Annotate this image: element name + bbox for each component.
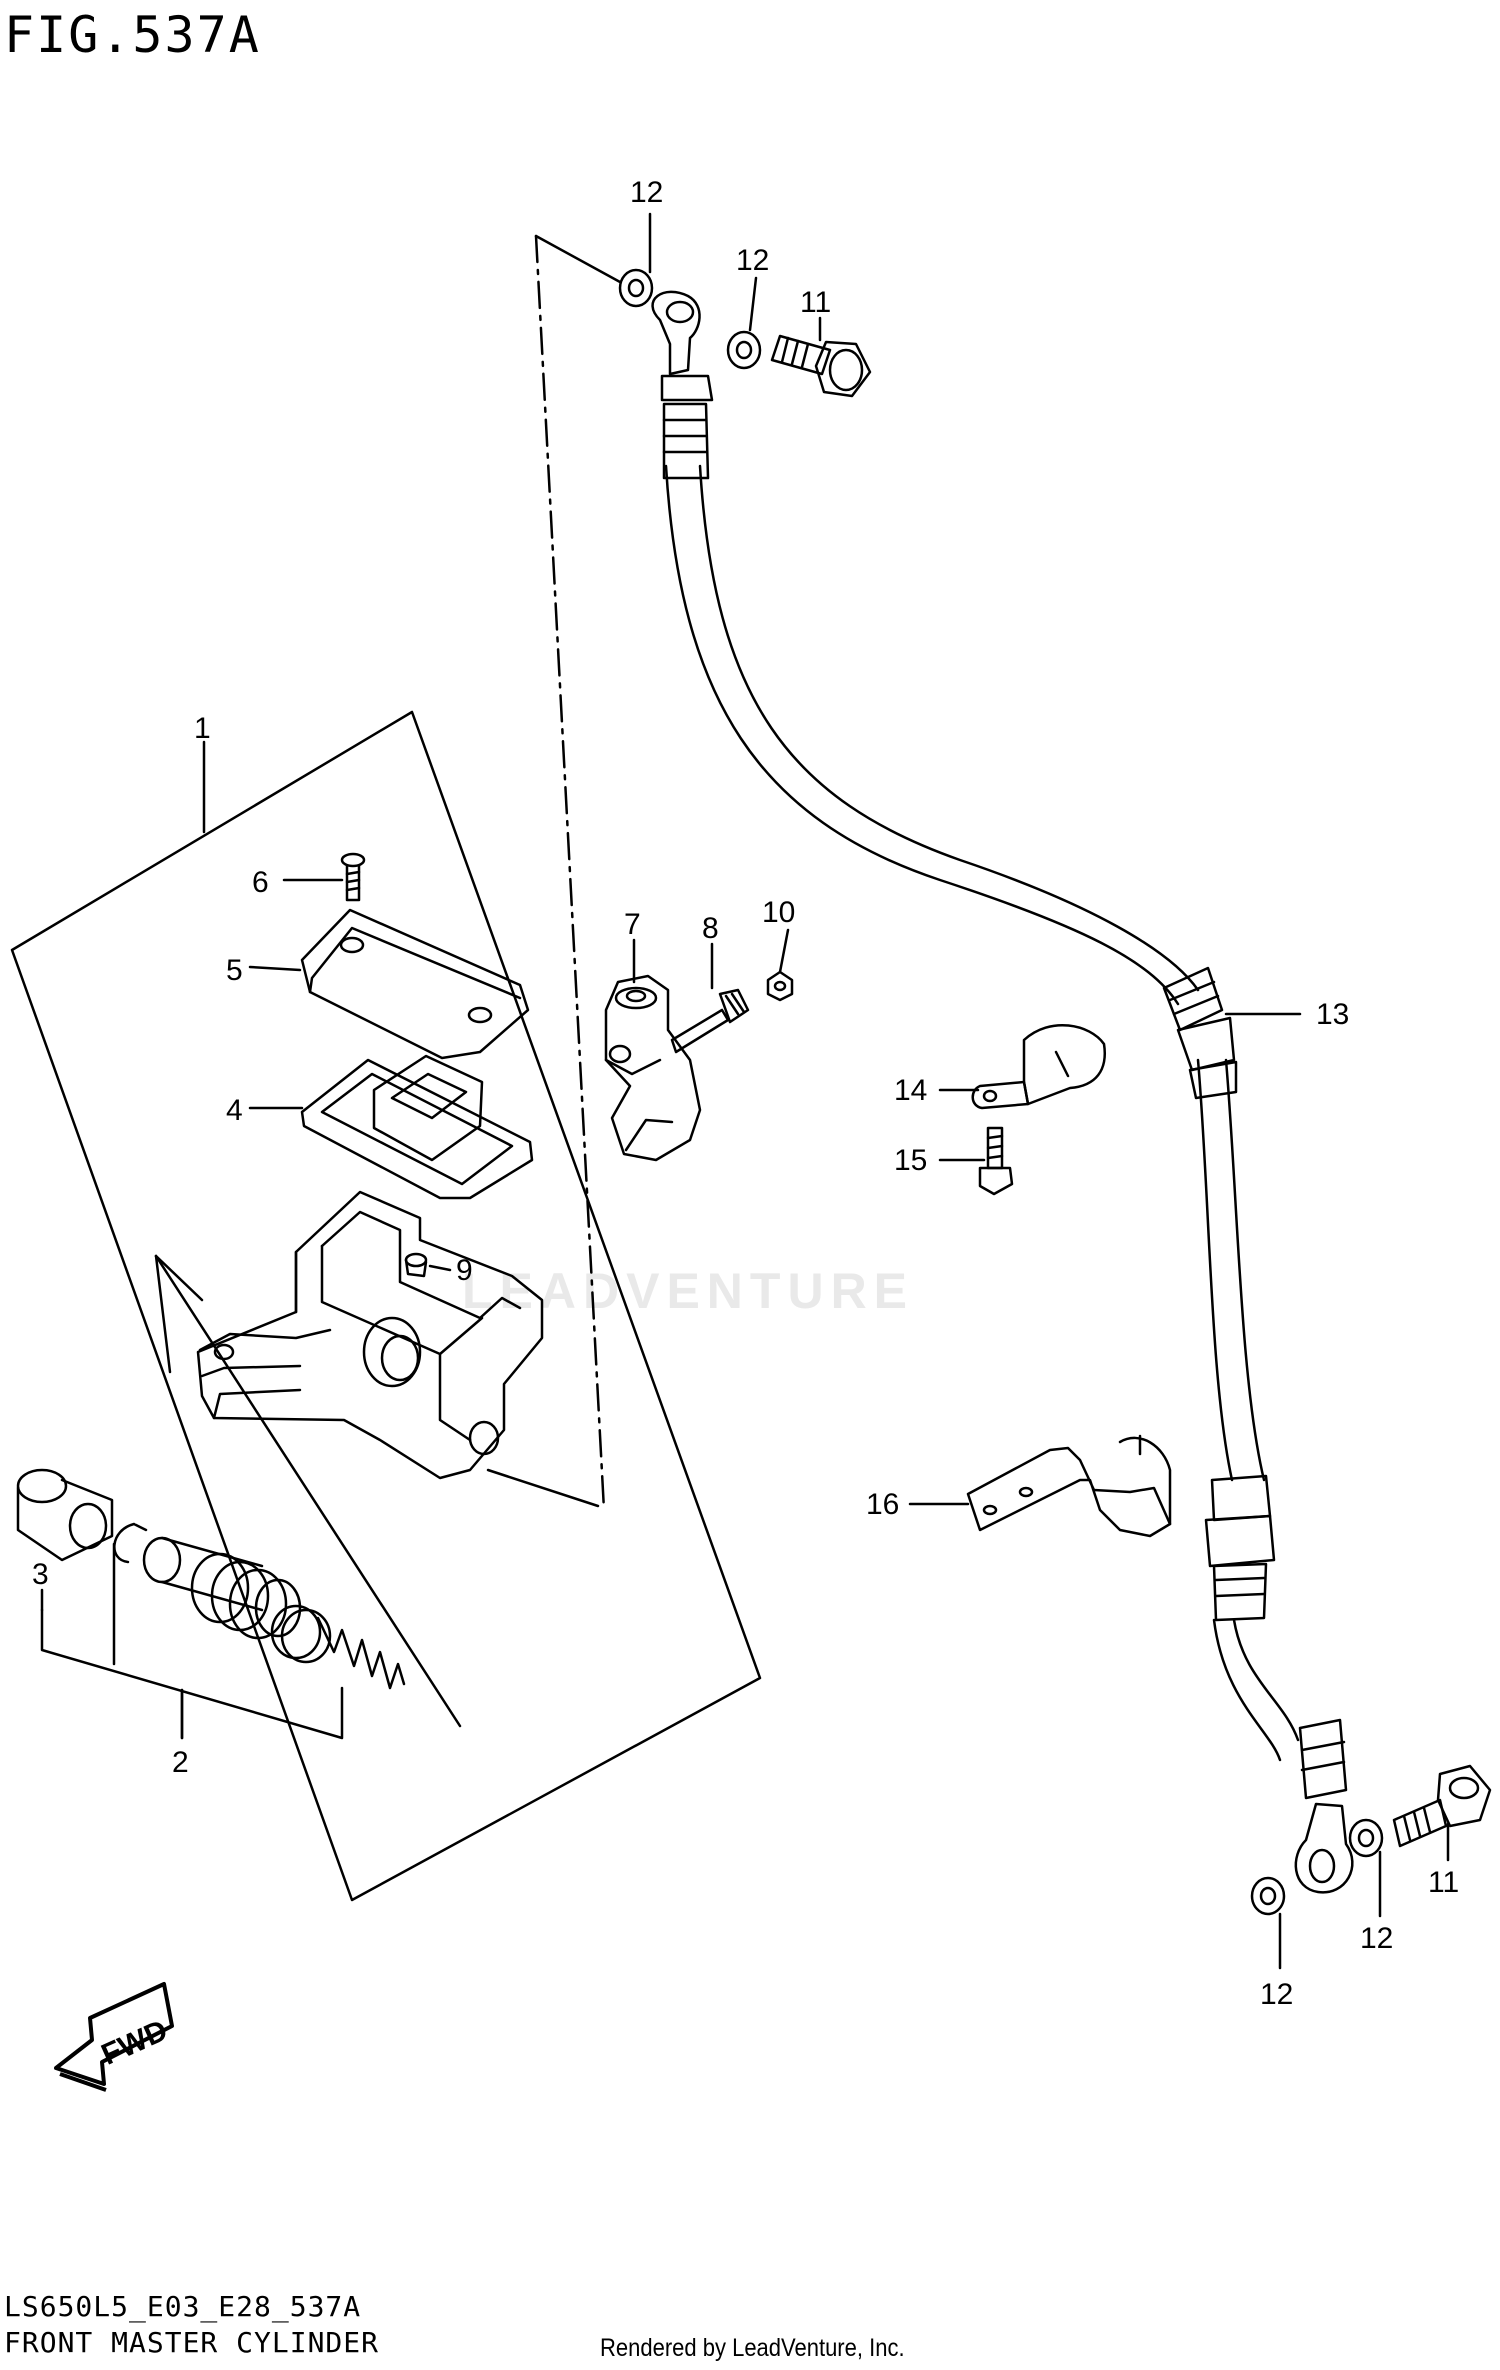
leader-body-left [154, 1254, 172, 1374]
lever-holder [604, 974, 702, 1162]
plug [404, 1252, 428, 1278]
callout-12-top: 12 [630, 176, 663, 209]
hose-joint [1162, 966, 1238, 1100]
return-spring [270, 1604, 406, 1690]
callout-10: 10 [762, 896, 795, 929]
diaphragm [300, 1054, 534, 1200]
callout-16: 16 [866, 1488, 899, 1521]
leader-9 [428, 1264, 452, 1272]
union-bolt-upper [770, 334, 872, 398]
hose-upper-banjo [651, 290, 714, 480]
hose-lower-banjo [1294, 1802, 1354, 1894]
callout-1: 1 [194, 712, 211, 745]
brake-hose [664, 464, 1300, 1762]
callout-8: 8 [702, 912, 719, 945]
alignment-line [534, 234, 606, 1512]
callout-9: 9 [456, 1254, 473, 1287]
assembly-outline [10, 710, 762, 1902]
callout-5: 5 [226, 954, 243, 987]
alignment-line-top [534, 234, 622, 284]
washer-c [1348, 1818, 1384, 1858]
callout-12-bottom: 12 [1260, 1978, 1293, 2011]
leader-cap-to-body [486, 1468, 600, 1508]
washer-d [1250, 1876, 1286, 1916]
circlip [113, 1522, 148, 1564]
leader-10 [778, 928, 790, 974]
reservoir-cap [300, 908, 530, 1060]
callout-7: 7 [624, 908, 641, 941]
nut [766, 970, 794, 1002]
figure-title: FIG.537A [4, 6, 261, 64]
callout-12-upper: 12 [736, 244, 769, 277]
render-credit: Rendered by LeadVenture, Inc. [600, 2334, 905, 2362]
washer-b [726, 330, 762, 370]
callout-13: 13 [1316, 998, 1349, 1031]
model-code: LS650L5_E03_E28_537A [4, 2290, 362, 2323]
leader-body-upper [154, 1254, 204, 1302]
leader-body-lower [154, 1254, 462, 1728]
hose-lower-fitting [1204, 1474, 1348, 1800]
callout-2: 2 [172, 1746, 189, 1779]
fwd-arrow: FWD [54, 1982, 174, 2092]
clamp-bolt [978, 1126, 1014, 1196]
callout-14: 14 [894, 1074, 927, 1107]
master-cylinder-body [196, 1190, 544, 1480]
callout-11-upper: 11 [800, 286, 831, 319]
piston-assembly [142, 1536, 302, 1640]
lever-pivot-bolt [670, 988, 750, 1054]
callout-11-lower: 11 [1428, 1866, 1459, 1899]
callout-15: 15 [894, 1144, 927, 1177]
watermark-text: LEADVENTURE [462, 1263, 915, 1319]
leader-5 [248, 965, 302, 972]
callout-4: 4 [226, 1094, 243, 1127]
leader-12b [748, 276, 758, 332]
leader-2-bracket [40, 1542, 344, 1740]
cap-screw [340, 852, 366, 902]
union-bolt-lower [1392, 1764, 1492, 1848]
callout-6: 6 [252, 866, 269, 899]
callout-3: 3 [32, 1558, 49, 1591]
assembly-name: FRONT MASTER CYLINDER [4, 2326, 380, 2359]
hose-bracket [966, 1434, 1172, 1538]
hose-clamp [971, 1023, 1106, 1110]
piston-cup [16, 1468, 114, 1562]
washer-a [618, 268, 654, 308]
callout-12-lower-right: 12 [1360, 1922, 1393, 1955]
